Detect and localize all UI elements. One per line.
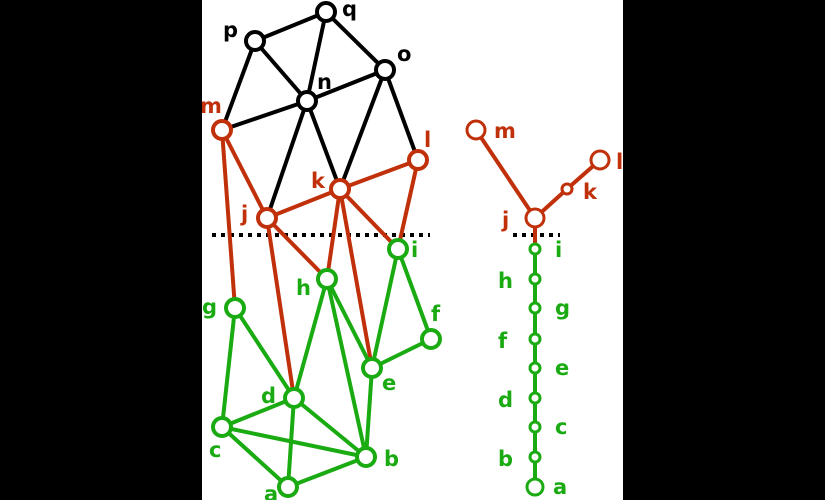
chain-node-k xyxy=(560,182,574,196)
chain-node-d xyxy=(528,391,542,405)
chain-node-e xyxy=(528,361,542,375)
graph-label-m: m xyxy=(202,94,222,118)
graph-node-q xyxy=(315,1,337,23)
graph-label-e: e xyxy=(382,371,396,395)
chain-node-i xyxy=(528,242,542,256)
graph-label-o: o xyxy=(397,42,411,66)
chain-edge-j-m xyxy=(474,128,537,220)
graph-node-b xyxy=(355,446,377,468)
chain-node-j xyxy=(524,207,546,229)
chain-node-l xyxy=(589,149,611,171)
graph-edge-h-b xyxy=(325,277,368,459)
graph-label-f: f xyxy=(431,302,441,326)
chain-label-l: l xyxy=(616,150,623,174)
graph-label-p: p xyxy=(223,18,238,42)
graph-edge-n-o xyxy=(305,68,387,103)
graph-node-k xyxy=(329,178,351,200)
chain-label-g: g xyxy=(555,296,570,320)
chain-label-j: j xyxy=(501,208,509,232)
graph-label-n: n xyxy=(317,70,332,94)
graph-node-f xyxy=(420,328,442,350)
graph-node-l xyxy=(407,149,429,171)
graph-node-o xyxy=(374,59,396,81)
graph-edge-d-b xyxy=(292,396,368,459)
graph-node-e xyxy=(361,357,383,379)
graph-edge-l-i xyxy=(396,158,420,251)
graph-label-l: l xyxy=(424,128,431,152)
chain-label-e: e xyxy=(555,356,569,380)
graph-edge-o-k xyxy=(338,68,387,191)
chain-node-b xyxy=(528,450,542,464)
chain-node-m xyxy=(465,119,487,141)
graph-edge-c-a xyxy=(220,425,290,489)
graph-edge-k-i xyxy=(338,187,400,251)
graph-edge-q-n xyxy=(305,10,328,103)
graph-node-a xyxy=(277,476,299,498)
graph-edge-n-m xyxy=(220,99,309,132)
graph-label-i: i xyxy=(411,238,418,262)
graph-node-j xyxy=(256,207,278,229)
graph-edge-e-b xyxy=(364,366,374,459)
graph-edge-i-e xyxy=(370,247,400,370)
chain-node-f xyxy=(528,332,542,346)
graph-label-d: d xyxy=(261,384,276,408)
graph-label-q: q xyxy=(342,0,357,21)
graph-edge-j-h xyxy=(265,216,329,281)
graph-edge-p-q xyxy=(253,10,328,43)
graph-edge-k-e xyxy=(338,187,374,370)
graph-edge-p-m xyxy=(220,39,257,132)
graph-edge-n-j xyxy=(265,99,309,220)
graph-label-j: j xyxy=(240,202,248,226)
chain-label-d: d xyxy=(498,388,513,412)
graph-edge-j-d xyxy=(265,216,296,400)
chain-label-m: m xyxy=(494,119,516,143)
graph-label-b: b xyxy=(384,447,399,471)
graph-node-m xyxy=(211,119,233,141)
graph-edge-c-b xyxy=(220,425,368,459)
chain-node-h xyxy=(528,272,542,286)
chain-label-b: b xyxy=(498,447,513,471)
graph-node-h xyxy=(316,268,338,290)
graph-edge-k-l xyxy=(338,158,420,191)
chain-node-g xyxy=(528,301,542,315)
graph-label-c: c xyxy=(209,438,221,462)
graph-edge-m-g xyxy=(220,128,237,310)
graph-edge-j-k xyxy=(265,187,342,220)
graph-edge-k-h xyxy=(325,187,342,281)
graph-node-i xyxy=(387,238,409,260)
graph-node-p xyxy=(244,30,266,52)
graph-edge-d-c xyxy=(220,396,296,429)
graph-edge-g-c xyxy=(220,306,237,429)
chain-label-f: f xyxy=(498,329,508,353)
graph-edge-q-o xyxy=(324,10,387,72)
chain-label-h: h xyxy=(498,269,513,293)
graph-edge-o-l xyxy=(383,68,420,162)
graph-node-g xyxy=(224,297,246,319)
graph-label-a: a xyxy=(264,482,278,500)
chain-label-k: k xyxy=(583,180,598,204)
graph-edge-m-j xyxy=(220,128,269,220)
graph-edge-a-b xyxy=(286,455,368,489)
chain-label-i: i xyxy=(555,238,562,262)
graph-label-h: h xyxy=(296,276,311,300)
graph-node-c xyxy=(211,416,233,438)
graph-label-k: k xyxy=(311,169,326,193)
graph-edge-g-d xyxy=(233,306,296,400)
graph-label-g: g xyxy=(202,295,217,319)
chain-node-a xyxy=(525,477,545,497)
graph-node-n xyxy=(296,90,318,112)
graph-node-d xyxy=(283,387,305,409)
graph-edge-h-d xyxy=(292,277,329,400)
graph-edge-n-k xyxy=(305,99,342,191)
chain-node-c xyxy=(528,420,542,434)
chain-label-c: c xyxy=(555,415,567,439)
graph-edge-p-n xyxy=(253,39,309,103)
graph-edge-h-e xyxy=(325,277,374,370)
graph-edge-i-f xyxy=(396,247,433,341)
chain-label-a: a xyxy=(553,475,567,499)
